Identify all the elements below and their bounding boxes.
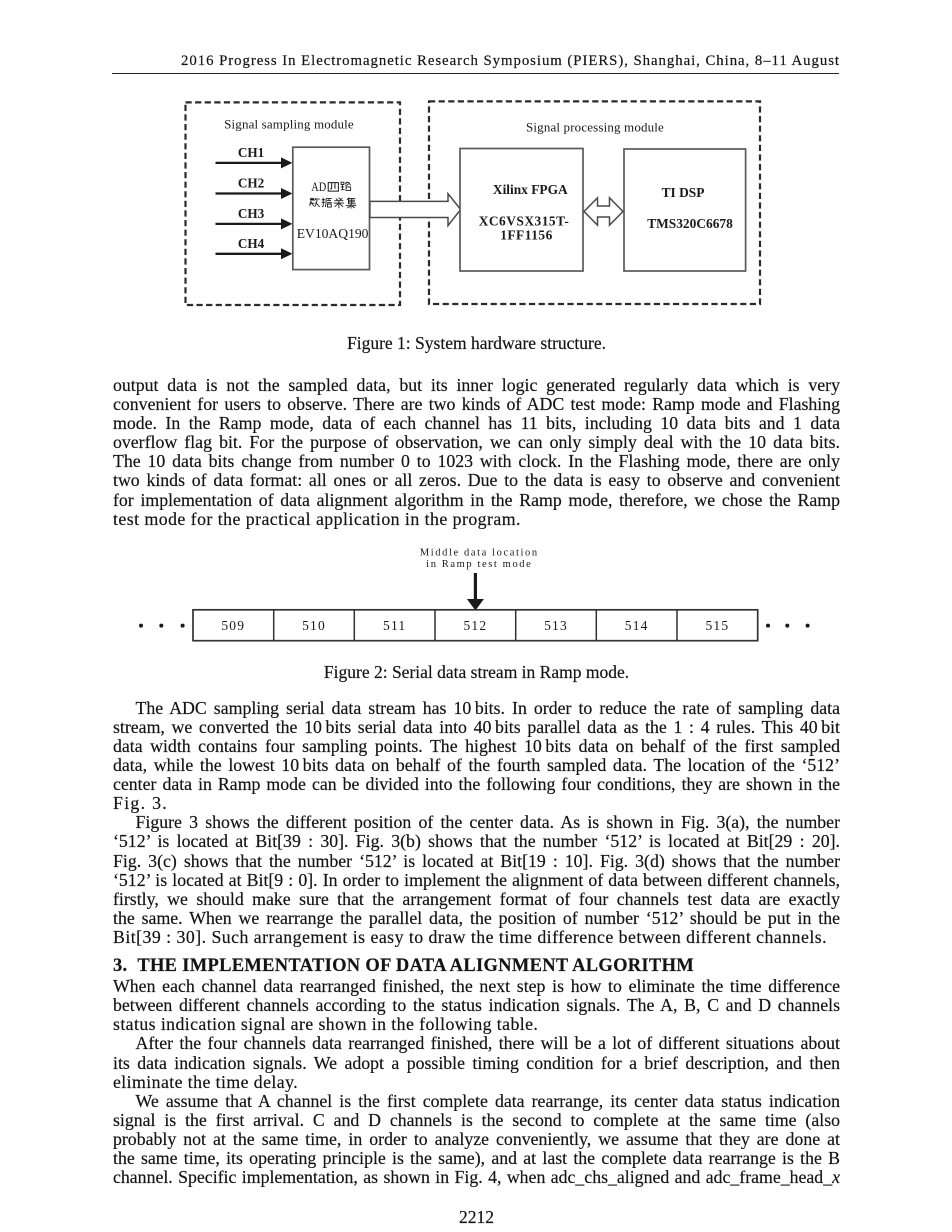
svg-text:Signal processing module: Signal processing module	[526, 120, 664, 135]
svg-text:1FF1156: 1FF1156	[500, 228, 553, 243]
svg-text:513: 513	[544, 618, 568, 633]
svg-text:Middle data location: Middle data location	[420, 548, 539, 559]
svg-text:CH1: CH1	[238, 145, 264, 160]
svg-text:CH4: CH4	[238, 236, 265, 251]
svg-text:EV10AQ190: EV10AQ190	[297, 226, 369, 241]
svg-text:XC6VSX315T-: XC6VSX315T-	[479, 214, 570, 229]
svg-text:514: 514	[625, 618, 649, 633]
svg-text:Signal sampling module: Signal sampling module	[224, 116, 354, 131]
svg-text:in Ramp test mode: in Ramp test mode	[426, 559, 532, 570]
svg-text:Xilinx FPGA: Xilinx FPGA	[493, 182, 568, 197]
svg-text:CH2: CH2	[238, 176, 265, 191]
svg-text:TI DSP: TI DSP	[662, 185, 705, 200]
svg-text:AD: AD	[311, 180, 326, 194]
svg-text:509: 509	[221, 618, 245, 633]
svg-text:510: 510	[302, 618, 326, 633]
svg-text:TMS320C6678: TMS320C6678	[647, 216, 733, 231]
svg-text:CH3: CH3	[238, 206, 265, 221]
svg-text:512: 512	[463, 618, 487, 633]
svg-text:515: 515	[705, 618, 729, 633]
svg-text:511: 511	[383, 618, 406, 633]
